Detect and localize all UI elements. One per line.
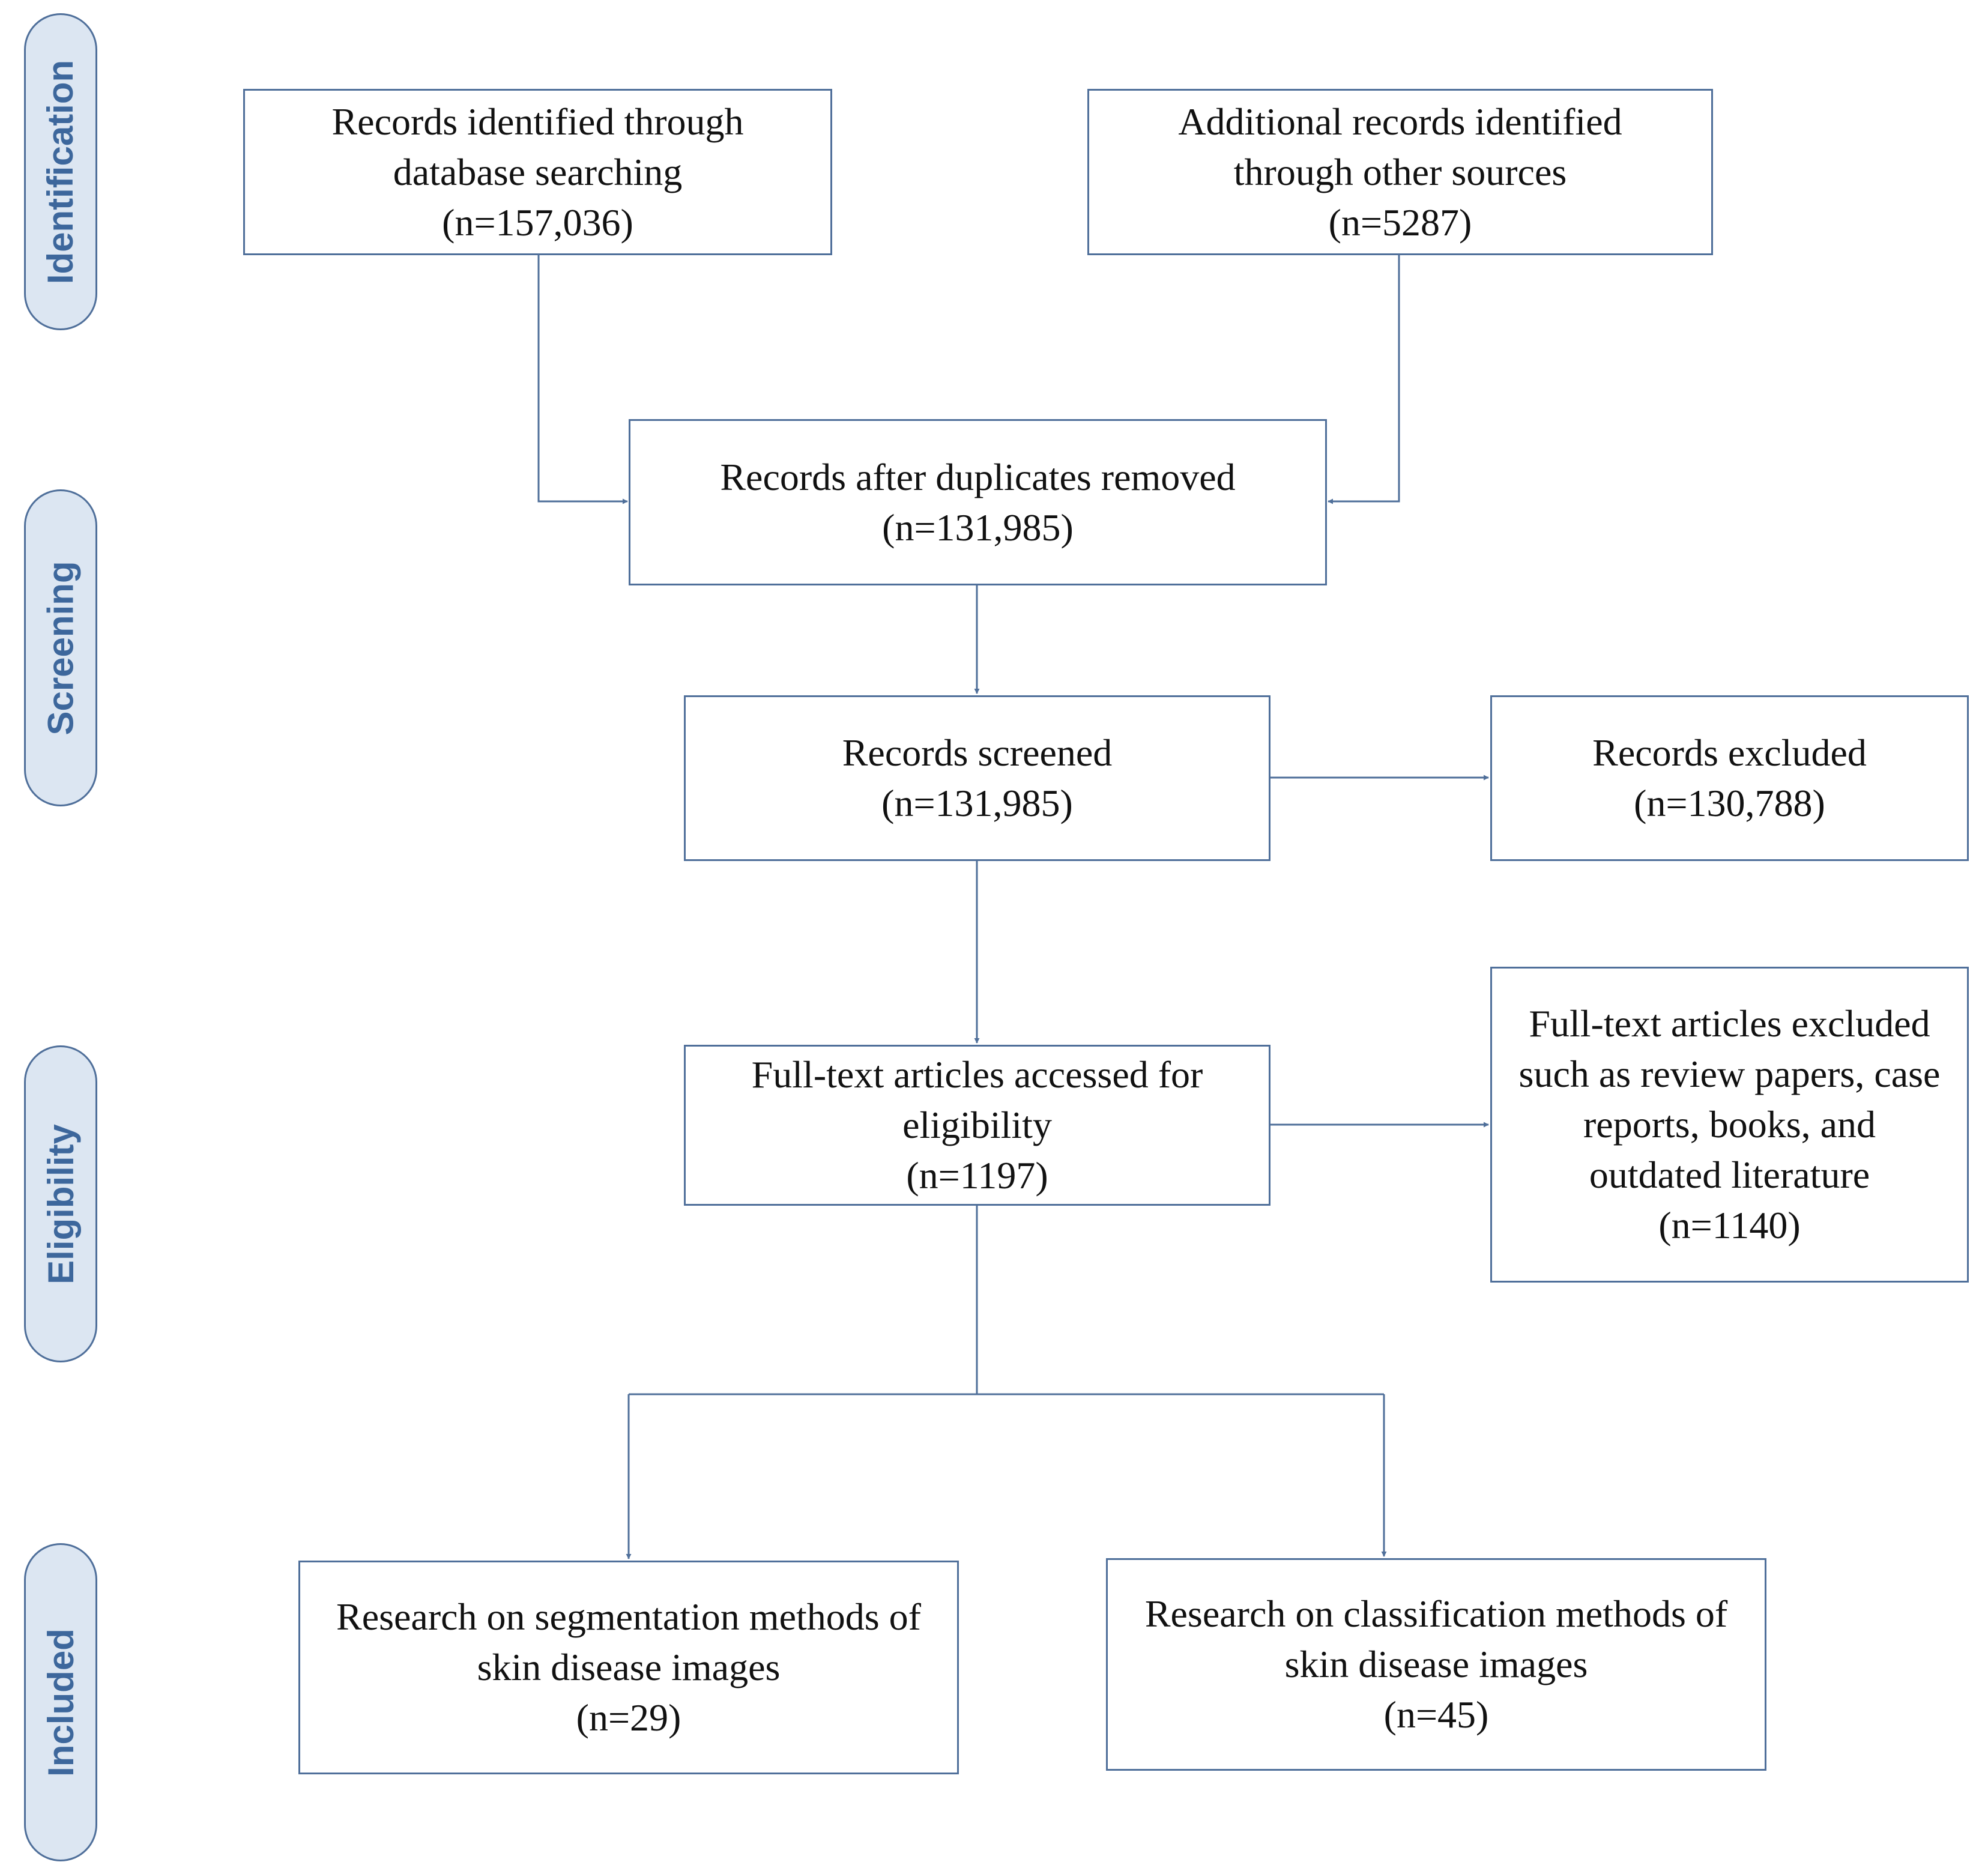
classification-research-text: Research on classification methods of sk… xyxy=(1144,1592,1728,1736)
records-screened-box: Records screened (n=131,985) xyxy=(684,695,1270,861)
database-records-box: Records identified through database sear… xyxy=(243,89,832,255)
stage-screening-label: Screening xyxy=(40,560,81,736)
other-records-box: Additional records identified through ot… xyxy=(1087,89,1713,255)
database-records-text: Records identified through database sear… xyxy=(331,100,744,244)
stage-included-label: Included xyxy=(40,1628,81,1777)
after-duplicates-text: Records after duplicates removed (n=131,… xyxy=(720,455,1236,549)
segmentation-research-text: Research on segmentation methods of skin… xyxy=(336,1595,921,1739)
records-screened-text: Records screened (n=131,985) xyxy=(842,731,1113,824)
stage-identification: Identification xyxy=(24,13,97,330)
stage-eligibility: Eligibility xyxy=(24,1045,97,1362)
fulltext-assessed-box: Full-text articles accessed for eligibil… xyxy=(684,1045,1270,1206)
fulltext-excluded-box: Full-text articles excluded such as revi… xyxy=(1490,967,1969,1283)
records-excluded-box: Records excluded (n=130,788) xyxy=(1490,695,1969,861)
after-duplicates-box: Records after duplicates removed (n=131,… xyxy=(629,419,1327,585)
stage-eligibility-label: Eligibility xyxy=(40,1123,81,1284)
stage-included: Included xyxy=(24,1543,97,1861)
stage-identification-label: Identification xyxy=(40,59,81,284)
other-records-text: Additional records identified through ot… xyxy=(1178,100,1622,244)
arrow-database-to-duplicates xyxy=(537,255,628,504)
records-excluded-text: Records excluded (n=130,788) xyxy=(1592,731,1867,824)
segmentation-research-box: Research on segmentation methods of skin… xyxy=(298,1561,959,1774)
fulltext-excluded-text: Full-text articles excluded such as revi… xyxy=(1518,1002,1941,1247)
fulltext-assessed-text: Full-text articles accessed for eligibil… xyxy=(751,1053,1203,1197)
arrow-other-to-duplicates xyxy=(1328,255,1400,504)
classification-research-box: Research on classification methods of sk… xyxy=(1106,1558,1766,1771)
stage-screening: Screening xyxy=(24,489,97,806)
